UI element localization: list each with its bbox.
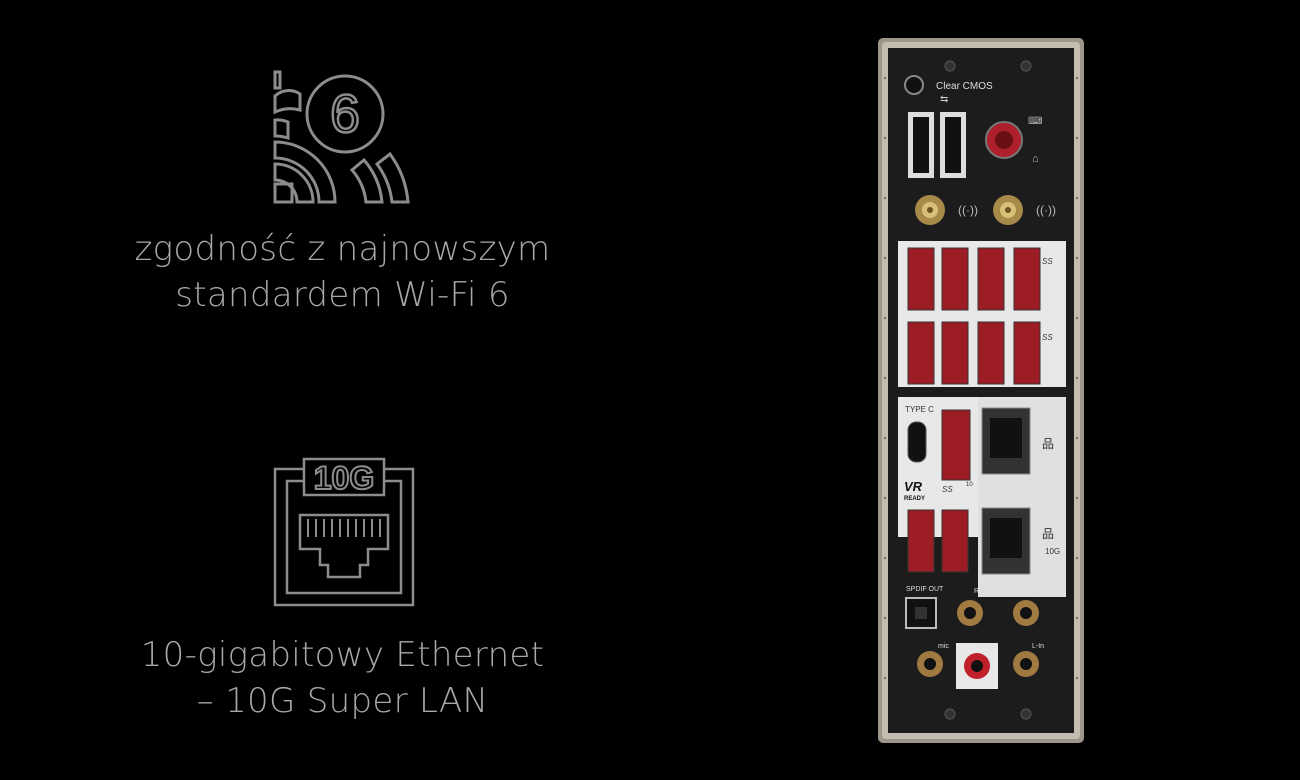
lan-10g-label: 10G — [1045, 547, 1060, 556]
wifi-badge-text: 6 — [330, 84, 360, 144]
mouse-icon: ⌂ — [1032, 153, 1039, 165]
usb3-label: SS — [1042, 333, 1053, 342]
type-c-label: TYPE C — [905, 405, 934, 414]
wifi-antenna-connectors[interactable] — [915, 195, 1023, 225]
vr-logo: VR — [904, 479, 923, 494]
ethernet-10g-icon: 10G — [273, 457, 415, 607]
io-shield-image: Clear CMOS ⇆ ⌨ ⌂ ((·)) ((·)) SS SS TYPE … — [878, 38, 1084, 743]
keyboard-icon: ⌨ — [1028, 116, 1042, 127]
spdif-label: SPDIF OUT — [906, 586, 944, 593]
usb10-sup: 10 — [966, 482, 973, 488]
vr-ready-label: READY — [904, 496, 925, 502]
lan-caption: 10-gigabitowy Ethernet – 10G Super LAN — [100, 632, 585, 724]
rs-out-label: RS-Out — [974, 588, 997, 595]
usb10-label: SS — [942, 485, 953, 494]
usb-type-c-port[interactable] — [907, 421, 927, 463]
audio-jacks[interactable] — [917, 600, 1039, 689]
clear-cmos-label: Clear CMOS — [936, 81, 993, 92]
wifi-caption: zgodność z najnowszym standardem Wi-Fi 6 — [100, 226, 585, 318]
wifi-caption-line1: zgodność z najnowszym — [134, 229, 551, 269]
wifi-caption-line2: standardem Wi-Fi 6 — [175, 275, 510, 315]
usb-icon: ⇆ — [940, 94, 948, 105]
usb2-ports[interactable] — [908, 112, 966, 178]
lan-caption-line1: 10-gigabitowy Ethernet — [140, 635, 545, 675]
network-icon: 品 — [1042, 527, 1054, 541]
antenna-icon: ((·)) — [958, 203, 978, 217]
antenna-icon: ((·)) — [1036, 203, 1056, 217]
lan-caption-line2: – 10G Super LAN — [196, 681, 489, 721]
cs-out-label: CS-Out — [1032, 588, 1055, 595]
usb3-ports-lower[interactable] — [907, 509, 969, 573]
usb3-10g-port[interactable] — [941, 409, 971, 481]
clear-cmos-button[interactable] — [904, 75, 924, 95]
l-in-label: L-In — [1032, 643, 1044, 650]
l-out-label: L-Out — [978, 643, 996, 650]
wifi-6-icon: 6 — [273, 70, 410, 204]
lan-badge-text: 10G — [314, 460, 374, 496]
usb3-ports[interactable] — [907, 247, 1041, 385]
network-icon: 品 — [1042, 437, 1054, 451]
mic-label: mic — [938, 643, 949, 650]
usb3-label: SS — [1042, 257, 1053, 266]
